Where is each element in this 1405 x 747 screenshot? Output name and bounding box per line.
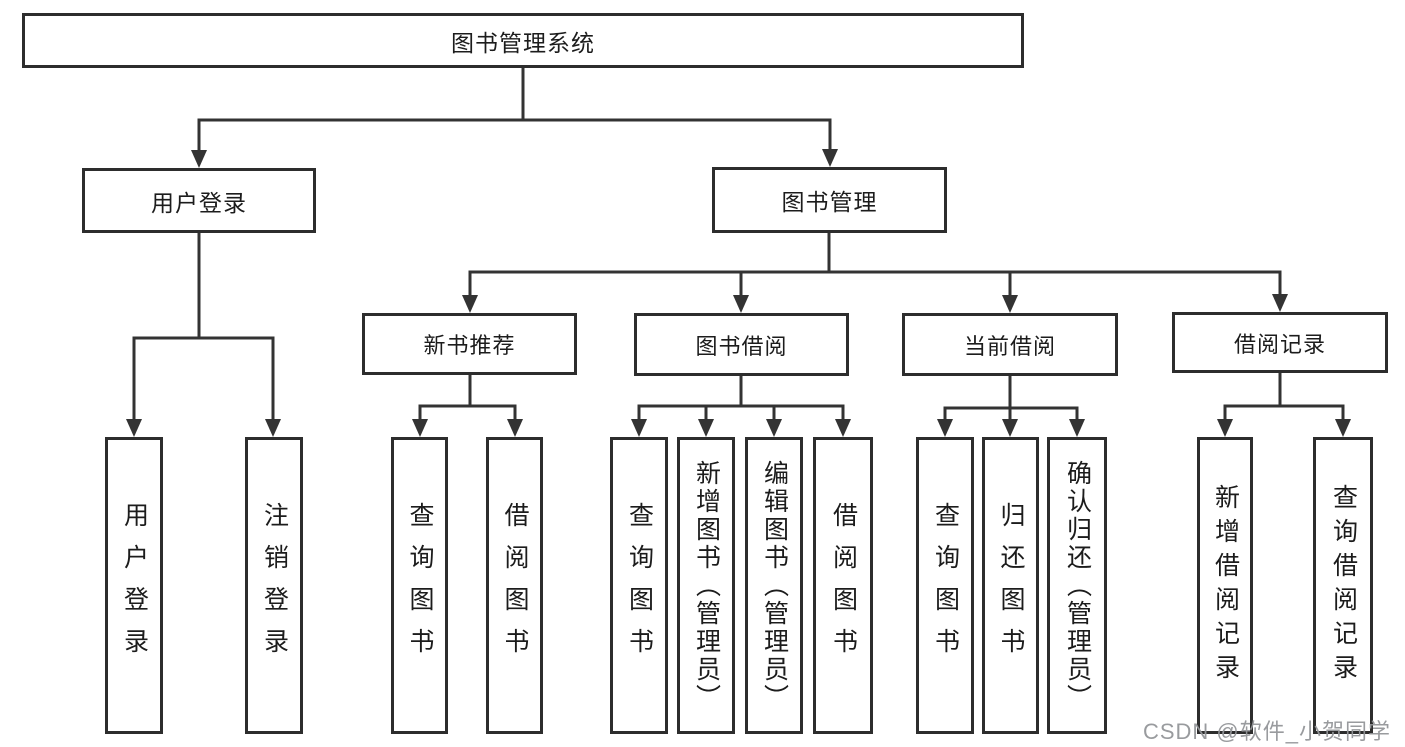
node-book-borrow: 图书借阅 — [634, 313, 849, 376]
node-user-login: 用户登录 — [82, 168, 316, 233]
node-current-confirm-return-admin: 确认归还（管理员） — [1047, 437, 1107, 734]
arrow-icon — [1217, 419, 1233, 437]
node-label: 新书推荐 — [423, 333, 516, 358]
arrow-icon — [766, 419, 782, 437]
node-label: 新增图书（管理员） — [692, 459, 721, 712]
node-current-borrow: 当前借阅 — [902, 313, 1118, 376]
node-label: 图书管理 — [781, 189, 878, 215]
connector-path — [132, 68, 1345, 421]
arrow-icon — [265, 419, 281, 437]
node-recommend-borrow-books: 借阅图书 — [486, 437, 543, 734]
node-label: 编辑图书（管理员） — [760, 459, 789, 712]
arrow-icon — [1002, 295, 1018, 313]
arrow-icon — [462, 295, 478, 313]
arrow-icon — [507, 419, 523, 437]
node-current-query-books: 查询图书 — [916, 437, 974, 734]
node-label: 图书借阅 — [695, 333, 788, 359]
node-borrow-borrow-books: 借阅图书 — [813, 437, 873, 734]
node-library-management-system: 图书管理系统 — [22, 13, 1024, 68]
arrow-icon — [631, 419, 647, 437]
arrowheads — [126, 149, 1351, 437]
arrow-icon — [191, 150, 207, 168]
node-label: 借阅记录 — [1233, 331, 1326, 357]
node-user-login-action: 用户登录 — [105, 437, 163, 734]
node-book-management: 图书管理 — [712, 167, 947, 233]
csdn-watermark: CSDN @软件_小贺同学 — [1142, 719, 1391, 744]
node-label: 用户登录 — [120, 501, 149, 670]
node-label: 借阅图书 — [501, 501, 529, 670]
node-logout: 注销登录 — [245, 437, 303, 734]
arrow-icon — [412, 419, 428, 437]
node-recommend-query-books: 查询图书 — [391, 437, 448, 734]
node-current-return-books: 归还图书 — [982, 437, 1039, 734]
node-borrow-query-books: 查询图书 — [610, 437, 668, 734]
arrow-icon — [698, 419, 714, 437]
node-records-add-record: 新增借阅记录 — [1197, 437, 1253, 734]
node-label: 用户登录 — [151, 189, 247, 216]
arrow-icon — [1272, 294, 1288, 312]
arrow-icon — [835, 419, 851, 437]
arrow-icon — [937, 419, 953, 437]
node-label: 图书管理系统 — [451, 29, 595, 56]
node-label: 注销登录 — [260, 501, 289, 670]
node-label: 查询图书 — [406, 501, 434, 670]
node-label: 查询图书 — [625, 501, 654, 670]
node-new-book-recommend: 新书推荐 — [362, 313, 577, 375]
arrow-icon — [126, 419, 142, 437]
node-borrow-add-books-admin: 新增图书（管理员） — [677, 437, 735, 734]
arrow-icon — [822, 149, 838, 167]
node-borrow-records: 借阅记录 — [1172, 312, 1388, 373]
node-label: 确认归还（管理员） — [1063, 459, 1092, 712]
node-label: 归还图书 — [997, 501, 1025, 670]
node-borrow-edit-books-admin: 编辑图书（管理员） — [745, 437, 803, 734]
arrow-icon — [1069, 419, 1085, 437]
arrow-icon — [1002, 419, 1018, 437]
node-label: 新增借阅记录 — [1211, 483, 1240, 688]
node-label: 查询借阅记录 — [1329, 483, 1358, 688]
arrow-icon — [733, 295, 749, 313]
node-records-query-record: 查询借阅记录 — [1313, 437, 1373, 734]
node-label: 借阅图书 — [829, 501, 858, 670]
arrow-icon — [1335, 419, 1351, 437]
node-label: 当前借阅 — [963, 333, 1056, 359]
node-label: 查询图书 — [931, 501, 960, 670]
